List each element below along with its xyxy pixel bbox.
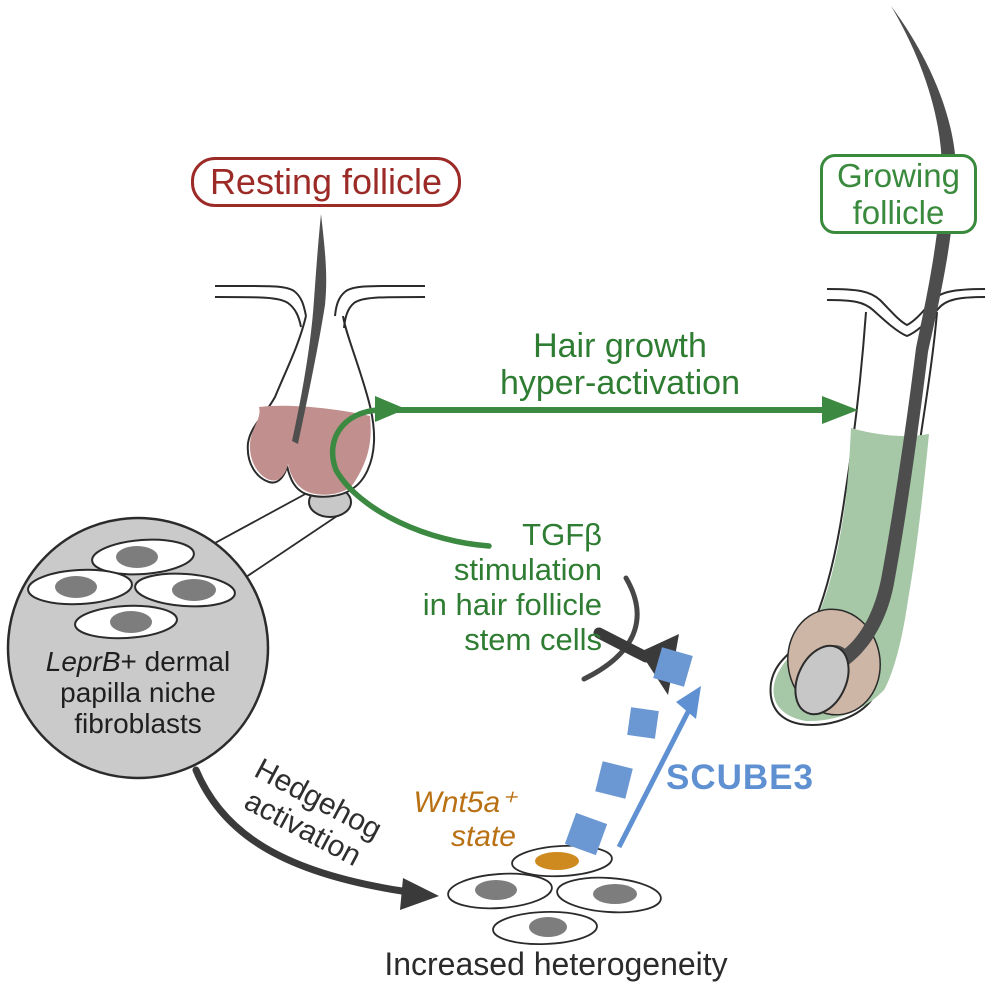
scube3-square-icon <box>595 761 633 799</box>
hair-growth-arrow <box>390 396 858 424</box>
gray-nuclei <box>475 880 637 937</box>
magnifier-circle <box>6 516 270 780</box>
resting-skin-surface <box>214 284 426 329</box>
resting-follicle-illustration <box>214 214 426 518</box>
scube3-molecules <box>564 647 693 856</box>
growing-follicle-label: Growing follicle <box>820 154 977 234</box>
growing-dermal-papilla <box>794 644 850 716</box>
growing-hair-shaft <box>836 6 956 668</box>
hair-growth-hyperactivation-label: Hair growth hyper-activation <box>499 327 740 402</box>
leprb-gene-name: LeprB <box>45 646 121 677</box>
hedgehog-arrow <box>192 766 439 910</box>
scube3-label: SCUBE3 <box>666 758 814 797</box>
tgfb-stimulation-label: TGFβ stimulation in hair follicle stem c… <box>422 517 602 657</box>
fibroblasts-label: LeprB+ dermal papilla niche fibroblasts <box>45 646 231 739</box>
growing-follicle-label-line1: Growing <box>837 157 960 194</box>
scube3-square-icon <box>653 647 693 687</box>
increased-heterogeneity-label: Increased heterogeneity <box>384 946 728 982</box>
wnt5a-cell-nucleus <box>535 852 579 870</box>
resting-hair-shaft <box>292 214 327 444</box>
scube3-arrow <box>616 686 701 849</box>
heterogeneous-cell-cluster <box>447 844 662 945</box>
tgfb-stimulation-arrow <box>329 396 492 549</box>
resting-follicle-label: Resting follicle <box>191 157 461 207</box>
stem-cell-membrane-arc <box>581 575 640 682</box>
resting-follicle-label-text: Resting follicle <box>209 161 443 202</box>
growing-follicle-label-line2: follicle <box>852 194 945 231</box>
growing-follicle-illustration <box>769 6 986 726</box>
scube3-square-icon <box>627 707 659 739</box>
wnt5a-state-label: Wnt5a⁺ state <box>413 786 516 853</box>
scube3-square-icon <box>564 812 608 856</box>
fibroblast-nuclei <box>55 546 216 633</box>
